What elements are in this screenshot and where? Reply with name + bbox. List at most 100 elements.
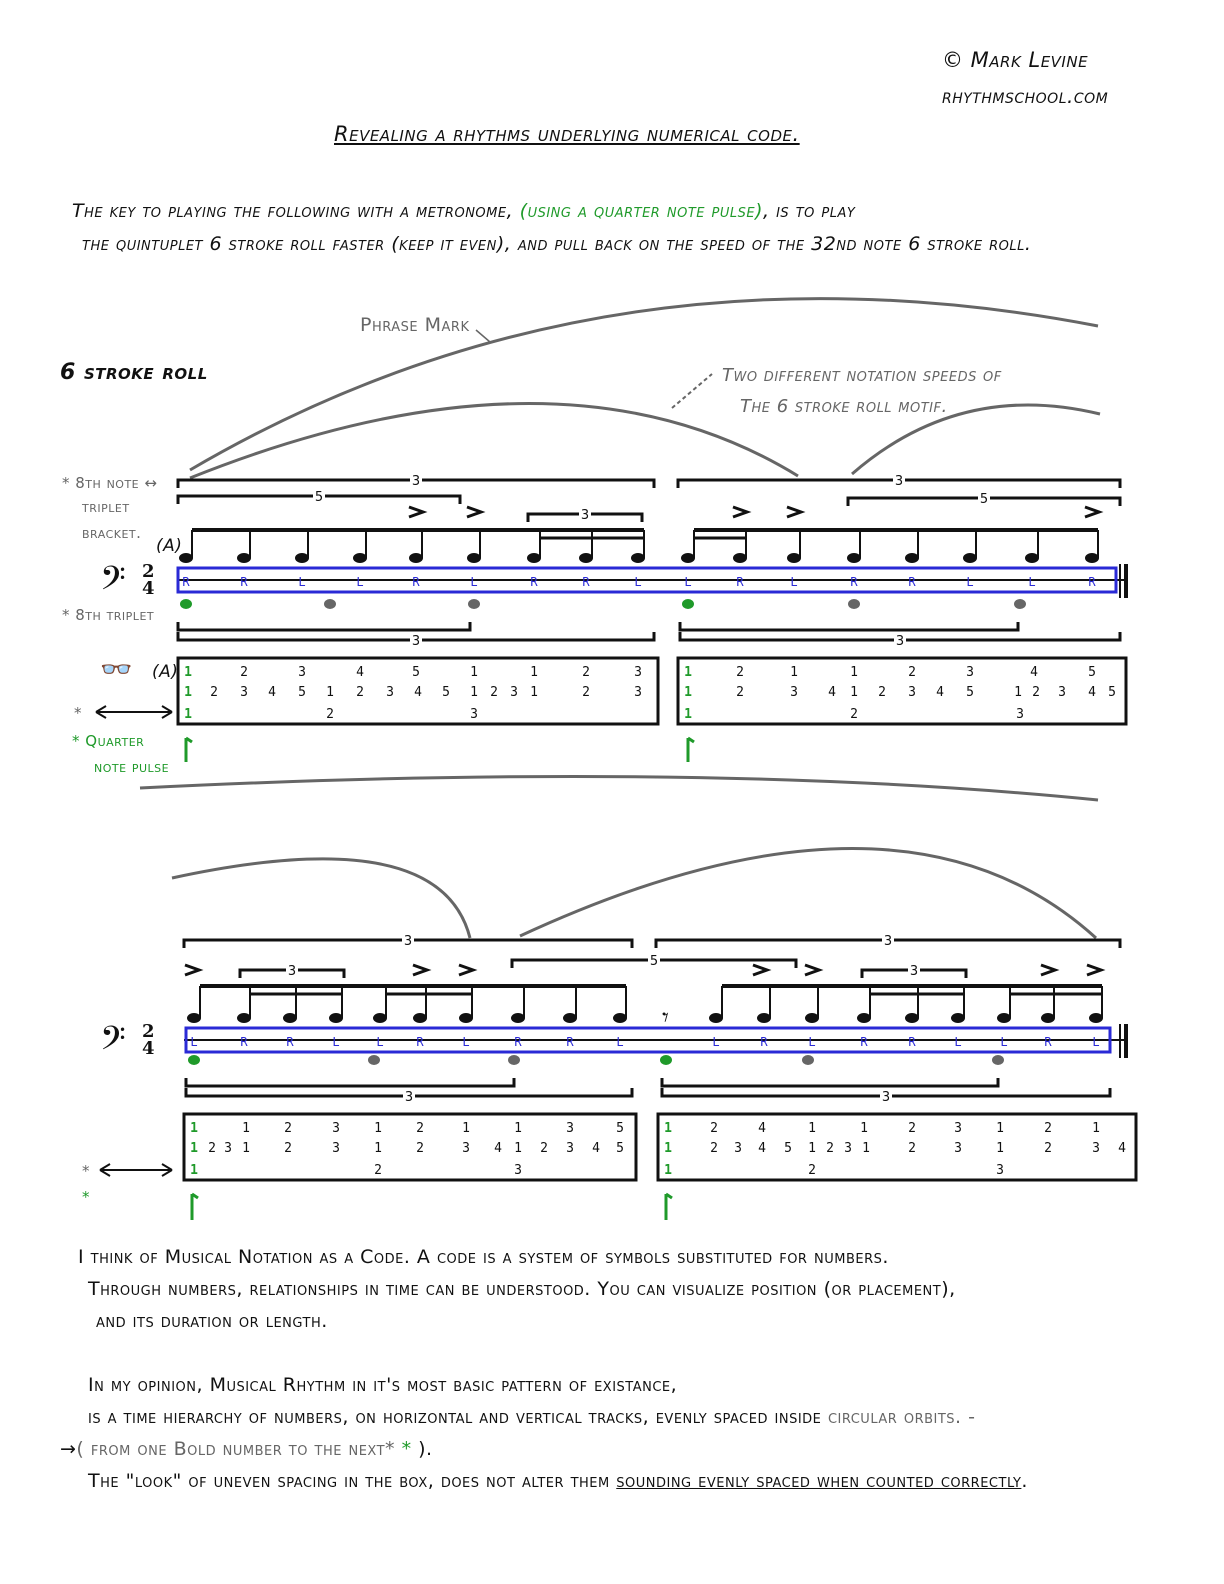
count-box-s2-right — [656, 1112, 1138, 1182]
count-s1-l-r2-10: 5 — [442, 685, 450, 700]
tuplet-bracket-s1-1-label: 3 — [412, 474, 420, 489]
count-s2-r-r1-2: 2 — [710, 1121, 718, 1136]
count-s2-l-r1-3: 2 — [284, 1121, 292, 1136]
sticking-s2-3: R — [286, 1035, 294, 1049]
tuplet-bracket-s1-4-gap — [893, 472, 905, 486]
tuplet-bracket-s2-4-label: 3 — [884, 934, 892, 949]
note-head-s1-6 — [467, 553, 481, 563]
count-s2-l-r2-7: 1 — [374, 1141, 382, 1156]
count-s2-l-r1-9: 3 — [566, 1121, 574, 1136]
note-head-s1-12 — [787, 553, 801, 563]
count-s1-l-r1-6: 1 — [470, 665, 478, 680]
triplet-note-s1-6 — [1014, 599, 1026, 609]
count-s2-r-r2-12: 1 — [996, 1141, 1004, 1156]
accent-s2-1 — [184, 963, 204, 977]
footer-underlined: sounding evenly spaced when counted corr… — [616, 1470, 1022, 1492]
quarter-pulse-note-1: * Quarter — [72, 732, 145, 750]
triplet-bracket-note-2: triplet — [82, 498, 130, 516]
count-s1-l-r2-3: 3 — [240, 685, 248, 700]
sticking-s1-2: R — [240, 575, 248, 589]
tuplet-bracket-s2-3-label: 5 — [650, 954, 658, 969]
count-s1-r-r2-6: 2 — [878, 685, 886, 700]
note-head-s1-13 — [847, 553, 861, 563]
count-s2-r-r1-5: 1 — [860, 1121, 868, 1136]
count-s2-l-r1-6: 2 — [416, 1121, 424, 1136]
tuplet-bracket-s1-5-label: 5 — [980, 492, 988, 507]
sticking-s2-5: L — [376, 1035, 383, 1049]
count-s1-r-r2-3: 3 — [790, 685, 798, 700]
count-s1-r-r1-4: 1 — [850, 665, 858, 680]
count-s2-l-r1-7: 1 — [462, 1121, 470, 1136]
footer-period: . — [1021, 1470, 1028, 1492]
note-head-s1-7 — [527, 553, 541, 563]
count-s2-l-r1-2: 1 — [242, 1121, 250, 1136]
sticking-s1-5: R — [412, 575, 420, 589]
sticking-box-s2 — [184, 1026, 1112, 1054]
sticking-s1-15: L — [966, 575, 973, 589]
bottom-bracket-s1-2-gap — [894, 632, 906, 646]
sticking-s1-13: R — [850, 575, 858, 589]
sticking-box-s1 — [176, 566, 1118, 594]
note-head-s2-2 — [237, 1013, 251, 1023]
sticking-s2-1: L — [190, 1035, 197, 1049]
count-s1-l-r1-2: 2 — [240, 665, 248, 680]
double-arrow-s2 — [99, 1163, 173, 1177]
sticking-s2-10: L — [616, 1035, 623, 1049]
footer-p2-line1: In my opinion, Musical Rhythm in it's mo… — [88, 1374, 678, 1396]
tuplet-bracket-s1-2-gap — [313, 488, 325, 502]
note-head-s2-7 — [459, 1013, 473, 1023]
count-s2-r-r2-14: 3 — [1092, 1141, 1100, 1156]
footer-p1-line3: and its duration or length. — [96, 1310, 328, 1332]
count-s2-r-r1-1: 1 — [664, 1121, 672, 1136]
star-marker-1: * — [74, 704, 82, 722]
count-s2-l-r1-1: 1 — [190, 1121, 198, 1136]
intro-text-c: , is to play — [762, 200, 856, 222]
triplet-bracket-s1-a — [176, 622, 472, 632]
count-s1-l-r1-8: 2 — [582, 665, 590, 680]
triplet-note-s2-2 — [368, 1055, 380, 1065]
accent-s2-7 — [1086, 963, 1106, 977]
count-s1-r-r1-8: 5 — [1088, 665, 1096, 680]
count-s1-l-r2-11: 1 — [470, 685, 478, 700]
accent-s2-4 — [752, 963, 772, 977]
count-s2-r-r1-4: 1 — [808, 1121, 816, 1136]
note-head-s2-14 — [857, 1013, 871, 1023]
count-s1-l-r2-16: 3 — [634, 685, 642, 700]
count-s2-l-r2-12: 2 — [540, 1141, 548, 1156]
sticking-s2-11: L — [712, 1035, 719, 1049]
site-url[interactable]: rhythmschool.com — [942, 84, 1109, 108]
count-s2-l-r3-2: 2 — [374, 1163, 382, 1178]
count-s2-r-r3-1: 1 — [664, 1163, 672, 1178]
intro-text-green: (using a quarter note pulse) — [519, 200, 763, 222]
eyeglasses-icon: 👓 — [100, 655, 133, 685]
count-s2-r-r1-10: 1 — [1092, 1121, 1100, 1136]
count-s1-r-r1-1: 1 — [684, 665, 692, 680]
footer-circular-orbits: circular orbits. - — [827, 1406, 976, 1428]
triplet-bracket-s2-a — [184, 1078, 516, 1088]
marker-a-1: (A) — [156, 536, 183, 556]
count-s1-l-r2-5: 5 — [298, 685, 306, 700]
count-s2-r-r1-7: 3 — [954, 1121, 962, 1136]
intro-text-a: The key to playing the following with a … — [72, 200, 520, 222]
count-s1-r-r2-1: 1 — [684, 685, 692, 700]
sticking-s1-12: L — [790, 575, 797, 589]
accent-s2-6 — [1040, 963, 1060, 977]
count-s1-r-r2-2: 2 — [736, 685, 744, 700]
speeds-note-1: Two different notation speeds of — [722, 365, 1002, 386]
star-marker-2: * — [82, 1162, 90, 1180]
count-s2-r-r2-1: 1 — [664, 1141, 672, 1156]
count-s1-r-r2-11: 2 — [1032, 685, 1040, 700]
page-title: Revealing a rhythms underlying numerical… — [334, 122, 800, 146]
sticking-s2-16: L — [954, 1035, 961, 1049]
count-s2-l-r2-3: 3 — [224, 1141, 232, 1156]
footer-p2-line3-text: ( from one Bold number to the next — [76, 1438, 386, 1460]
bottom-bracket-s2-2-label: 3 — [882, 1090, 890, 1105]
tuplet-bracket-s1-2-label: 5 — [315, 490, 323, 505]
note-head-s1-11 — [733, 553, 747, 563]
count-s1-r-r3-2: 2 — [850, 707, 858, 722]
count-s2-l-r2-11: 1 — [514, 1141, 522, 1156]
accent-s1-2 — [466, 505, 486, 519]
count-s1-r-r1-3: 1 — [790, 665, 798, 680]
note-head-s2-13 — [805, 1013, 819, 1023]
